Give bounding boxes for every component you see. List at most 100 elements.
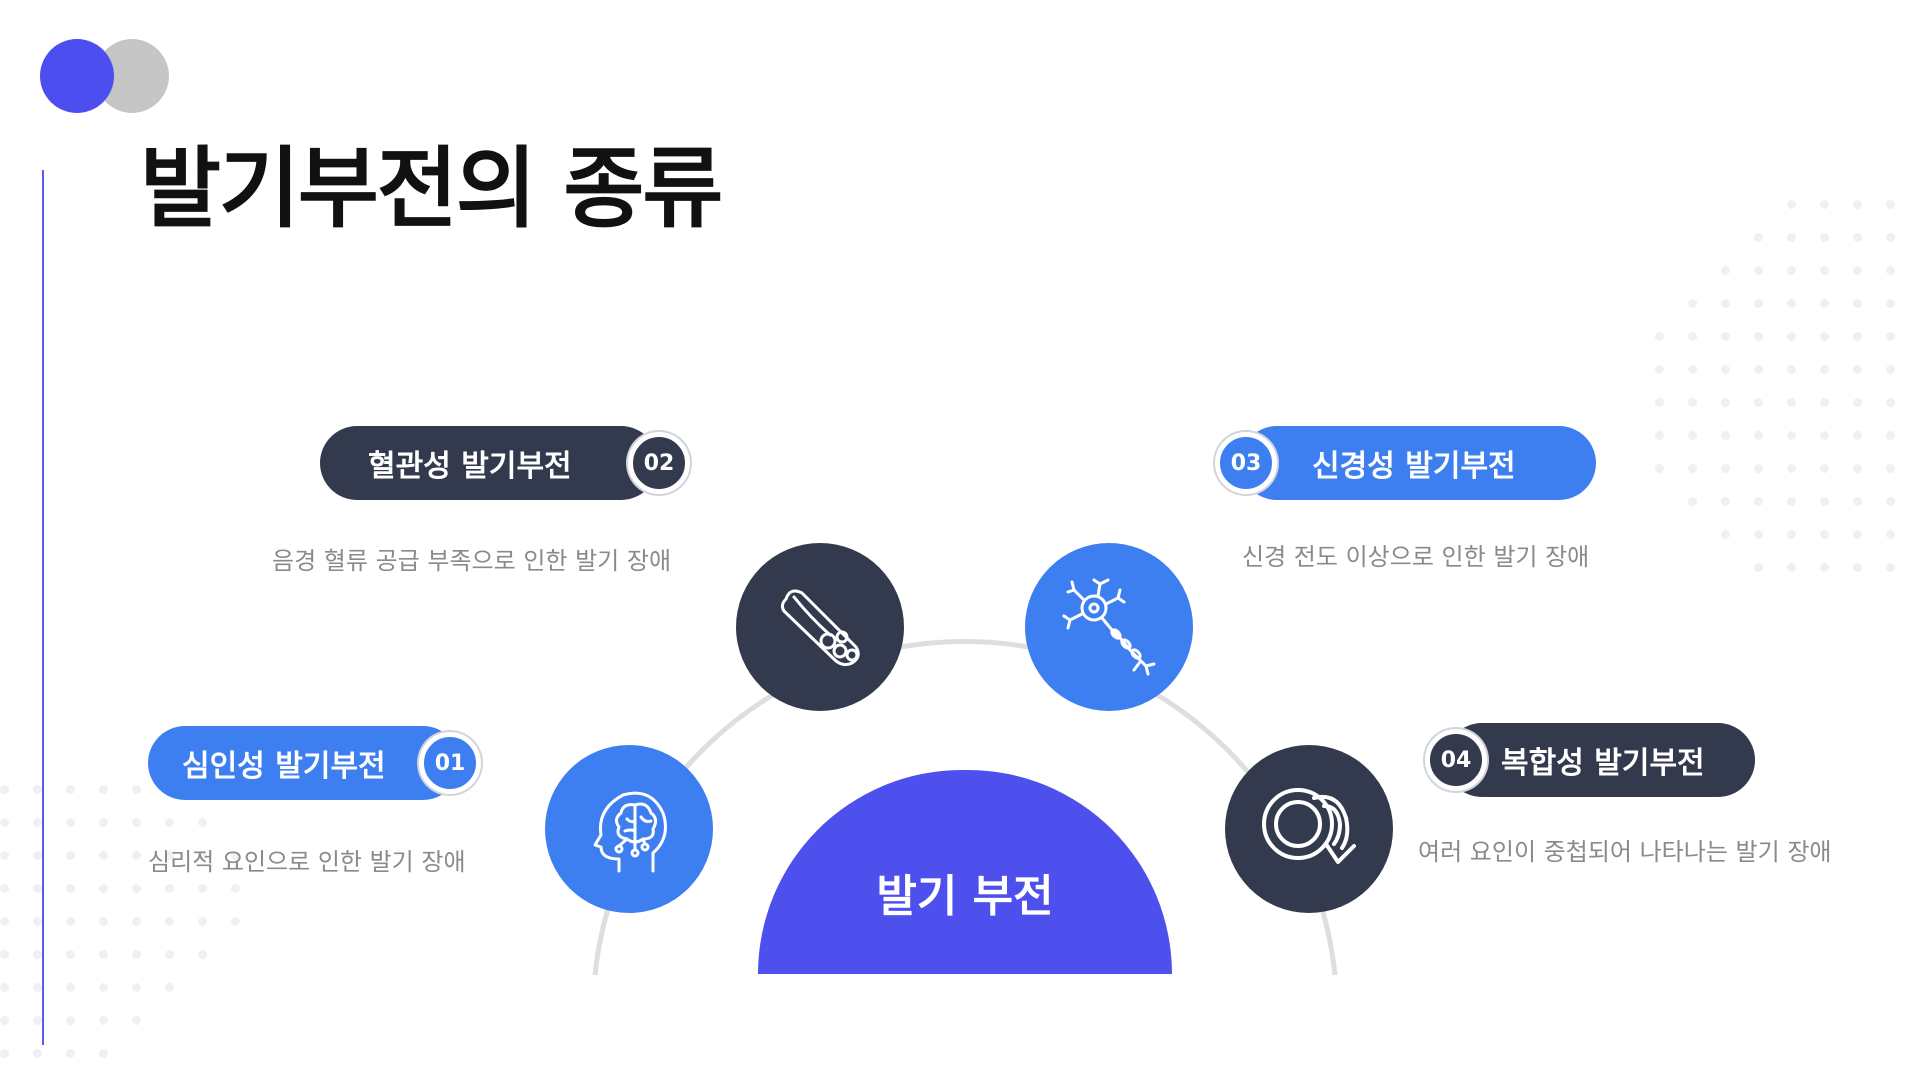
decorative-dot	[1754, 431, 1763, 440]
decorative-dot	[1853, 563, 1862, 572]
decorative-dot	[1886, 464, 1895, 473]
decorative-dot	[99, 851, 108, 860]
decorative-dot	[1787, 497, 1796, 506]
decorative-dot	[1721, 464, 1730, 473]
decorative-dot	[1787, 200, 1796, 209]
pill-psychogenic: 심인성 발기부전	[148, 726, 460, 800]
decorative-dot	[1787, 464, 1796, 473]
decorative-dot	[1688, 332, 1697, 341]
decorative-dot	[1688, 398, 1697, 407]
pill-neurogenic: 신경성 발기부전	[1240, 426, 1596, 500]
decorative-dot	[1853, 497, 1862, 506]
decorative-dot	[1688, 497, 1697, 506]
decorative-dot	[66, 917, 75, 926]
decorative-dot	[1886, 365, 1895, 374]
decorative-dot	[1787, 365, 1796, 374]
decorative-dot	[1721, 398, 1730, 407]
decorative-dot	[1853, 530, 1862, 539]
decorative-dot	[1655, 464, 1664, 473]
decorative-dot	[1787, 299, 1796, 308]
decorative-dot	[1820, 200, 1829, 209]
decorative-dot	[33, 950, 42, 959]
decorative-dot	[1754, 563, 1763, 572]
decorative-dot	[1787, 563, 1796, 572]
pill-mixed: 복합성 발기부전	[1445, 723, 1755, 797]
decorative-dot	[66, 1049, 75, 1058]
decorative-dot	[0, 884, 9, 893]
decorative-dot	[1754, 464, 1763, 473]
decorative-dot	[1721, 497, 1730, 506]
decorative-dot	[1688, 365, 1697, 374]
number-badge-02: 02	[628, 432, 690, 494]
decorative-dot	[1754, 530, 1763, 539]
decorative-dot	[165, 917, 174, 926]
decorative-dot	[1853, 266, 1862, 275]
decorative-dot	[165, 983, 174, 992]
decorative-dot	[165, 950, 174, 959]
decorative-dot	[132, 983, 141, 992]
decorative-dot	[1688, 431, 1697, 440]
decorative-dot	[231, 917, 240, 926]
decorative-dot	[0, 1049, 9, 1058]
decorative-dot	[66, 818, 75, 827]
decorative-dot	[1820, 233, 1829, 242]
decorative-dot	[1721, 266, 1730, 275]
decorative-dot	[132, 1016, 141, 1025]
decorative-dot	[1787, 398, 1796, 407]
description-vasculogenic: 음경 혈류 공급 부족으로 인한 발기 장애	[272, 547, 672, 575]
decorative-dot	[33, 1049, 42, 1058]
decorative-dot	[198, 950, 207, 959]
decorative-dot	[1787, 332, 1796, 341]
decorative-dot	[1754, 365, 1763, 374]
decorative-dot	[99, 983, 108, 992]
decorative-dot	[1754, 299, 1763, 308]
decorative-dot	[33, 818, 42, 827]
decorative-dot	[33, 917, 42, 926]
decorative-dot	[1886, 530, 1895, 539]
decorative-dot	[33, 1016, 42, 1025]
description-psychogenic: 심리적 요인으로 인한 발기 장애	[148, 848, 466, 876]
decorative-dot	[165, 884, 174, 893]
blood-vessel-icon	[780, 589, 860, 667]
number-badge-01: 01	[419, 732, 481, 794]
decorative-dot	[198, 818, 207, 827]
decorative-dot	[1787, 233, 1796, 242]
decorative-dot	[0, 851, 9, 860]
pill-label: 복합성 발기부전	[1501, 746, 1705, 781]
decorative-dot	[1853, 398, 1862, 407]
decorative-dot	[1655, 398, 1664, 407]
decorative-dot	[1820, 365, 1829, 374]
decorative-dot	[1655, 365, 1664, 374]
decorative-dot	[1721, 431, 1730, 440]
decorative-dot	[33, 851, 42, 860]
decorative-dot	[99, 1016, 108, 1025]
decorative-dot	[66, 950, 75, 959]
decorative-dot	[1886, 233, 1895, 242]
decorative-dot	[1886, 563, 1895, 572]
decorative-dot	[1886, 398, 1895, 407]
decorative-dot	[132, 950, 141, 959]
decorative-dot	[1754, 233, 1763, 242]
decorative-dot	[1853, 299, 1862, 308]
center-label: 발기 부전	[876, 871, 1054, 922]
decorative-dot	[99, 950, 108, 959]
decorative-circle-blue	[40, 39, 114, 113]
decorative-dot	[66, 851, 75, 860]
decorative-dot	[1721, 365, 1730, 374]
decorative-dot	[231, 884, 240, 893]
neuron-icon	[1062, 578, 1156, 676]
pill-vasculogenic: 혈관성 발기부전	[320, 426, 658, 500]
decorative-dot	[1688, 464, 1697, 473]
decorative-dot	[1655, 431, 1664, 440]
pill-label: 혈관성 발기부전	[368, 449, 572, 484]
decorative-dot	[1853, 332, 1862, 341]
decorative-dot	[1853, 464, 1862, 473]
circle-vasculogenic	[736, 543, 904, 711]
decorative-dot	[1820, 497, 1829, 506]
decorative-dot	[132, 818, 141, 827]
decorative-dot	[1754, 332, 1763, 341]
decorative-dot	[132, 884, 141, 893]
number-badge-03: 03	[1215, 432, 1277, 494]
decorative-dot	[99, 1049, 108, 1058]
decorative-dot	[1886, 200, 1895, 209]
